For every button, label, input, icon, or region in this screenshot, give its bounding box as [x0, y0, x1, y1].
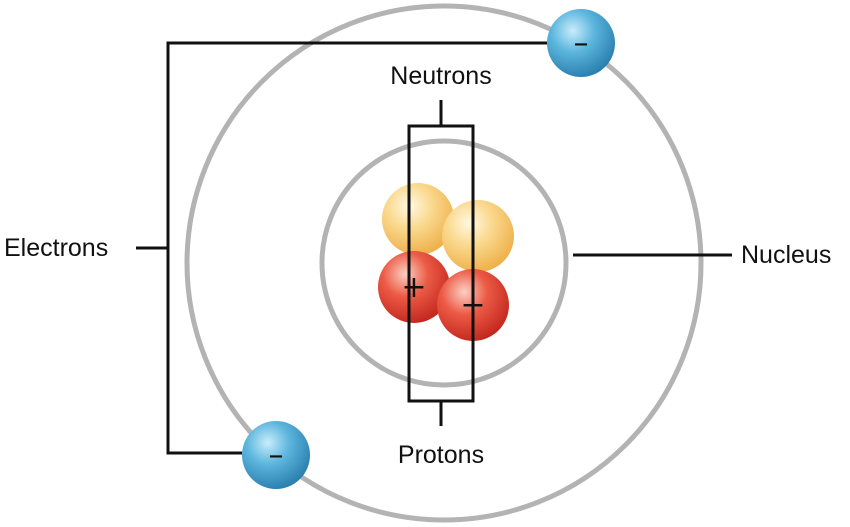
electrons-label: Electrons — [4, 234, 108, 262]
proton-1-plus-sign: + — [401, 270, 426, 305]
nucleus: + + — [378, 183, 514, 341]
outer-electron-orbit — [184, 3, 704, 523]
electron-bottom: – — [242, 421, 310, 489]
neutrons-label: Neutrons — [390, 62, 491, 90]
proton-1: + — [378, 251, 450, 323]
neutron-2 — [442, 200, 514, 272]
electron-top: – — [547, 9, 615, 77]
electron-top-minus-sign: – — [574, 26, 589, 61]
nucleus-boundary-ring — [319, 138, 569, 388]
nucleus-particle-bracket — [407, 124, 475, 403]
nucleus-label: Nucleus — [741, 241, 831, 269]
neutron-1 — [382, 183, 454, 255]
electron-bottom-minus-sign: – — [269, 438, 284, 473]
protons-label: Protons — [398, 441, 484, 469]
